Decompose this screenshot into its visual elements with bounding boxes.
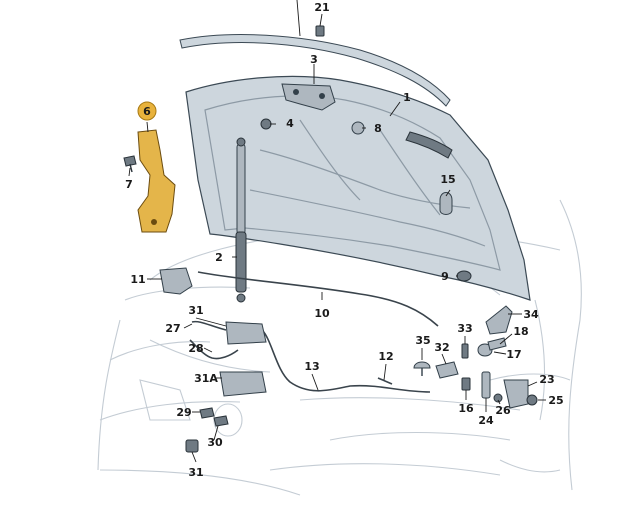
hood-panel xyxy=(185,75,531,301)
label-26: 26 xyxy=(495,404,511,417)
label-25: 25 xyxy=(548,394,563,407)
bracket-11 xyxy=(159,267,193,295)
label-21: 21 xyxy=(314,1,329,14)
bracket-23 xyxy=(503,379,529,409)
label-28: 28 xyxy=(188,342,203,355)
release-cable-13 xyxy=(261,329,431,393)
bracket-34 xyxy=(485,305,513,335)
label-34: 34 xyxy=(523,308,539,321)
label-31-bottom: 31 xyxy=(188,466,203,479)
hood-lock-assembly xyxy=(189,320,267,397)
label-18: 18 xyxy=(513,325,528,338)
bolt-30 xyxy=(213,415,229,427)
screw-33 xyxy=(461,343,469,359)
part-labels: 21 3 1 4 8 6 7 15 2 11 9 10 34 31 27 28 … xyxy=(125,1,563,479)
clip-4 xyxy=(260,118,272,130)
nut-25 xyxy=(526,394,538,406)
label-10: 10 xyxy=(314,307,330,320)
cable-end-12 xyxy=(377,377,393,385)
switch-24 xyxy=(481,371,491,399)
gas-strut xyxy=(235,137,247,303)
label-8: 8 xyxy=(374,122,382,135)
bolt-29 xyxy=(199,407,215,419)
grommet-9 xyxy=(456,270,472,282)
label-9: 9 xyxy=(441,270,449,283)
label-16: 16 xyxy=(458,402,474,415)
bolt-21 xyxy=(315,25,325,37)
label-31-top: 31 xyxy=(188,304,203,317)
buffer-15 xyxy=(439,192,453,215)
seal-10 xyxy=(197,271,439,327)
label-27: 27 xyxy=(165,322,180,335)
label-31A: 31A xyxy=(194,372,218,385)
label-12: 12 xyxy=(378,350,393,363)
label-4: 4 xyxy=(286,117,294,130)
hood-latch-bracket xyxy=(281,83,336,111)
leader-lines xyxy=(128,0,546,463)
label-15: 15 xyxy=(440,173,455,186)
windscreen-seal-strip xyxy=(179,34,451,107)
label-24: 24 xyxy=(478,414,494,427)
label-11: 11 xyxy=(130,273,145,286)
label-33: 33 xyxy=(457,322,472,335)
label-30: 30 xyxy=(207,436,223,449)
screw-7 xyxy=(123,155,137,173)
label-17: 17 xyxy=(506,348,521,361)
label-7: 7 xyxy=(125,178,133,191)
cap-35 xyxy=(413,361,431,376)
label-3: 3 xyxy=(310,53,318,66)
clip-31-bottom xyxy=(185,439,199,453)
hood-hinge-highlighted xyxy=(137,129,176,233)
highlight-badge xyxy=(137,101,157,121)
label-32: 32 xyxy=(434,341,449,354)
label-1: 1 xyxy=(403,91,411,104)
buffer-18 xyxy=(487,337,507,351)
clip-16 xyxy=(461,377,471,391)
label-23: 23 xyxy=(539,373,554,386)
label-13: 13 xyxy=(304,360,319,373)
clip-26 xyxy=(493,393,503,403)
holder-32 xyxy=(435,361,459,379)
label-2: 2 xyxy=(215,251,223,264)
label-6: 6 xyxy=(143,105,151,118)
label-29: 29 xyxy=(176,406,191,419)
label-35: 35 xyxy=(415,334,430,347)
